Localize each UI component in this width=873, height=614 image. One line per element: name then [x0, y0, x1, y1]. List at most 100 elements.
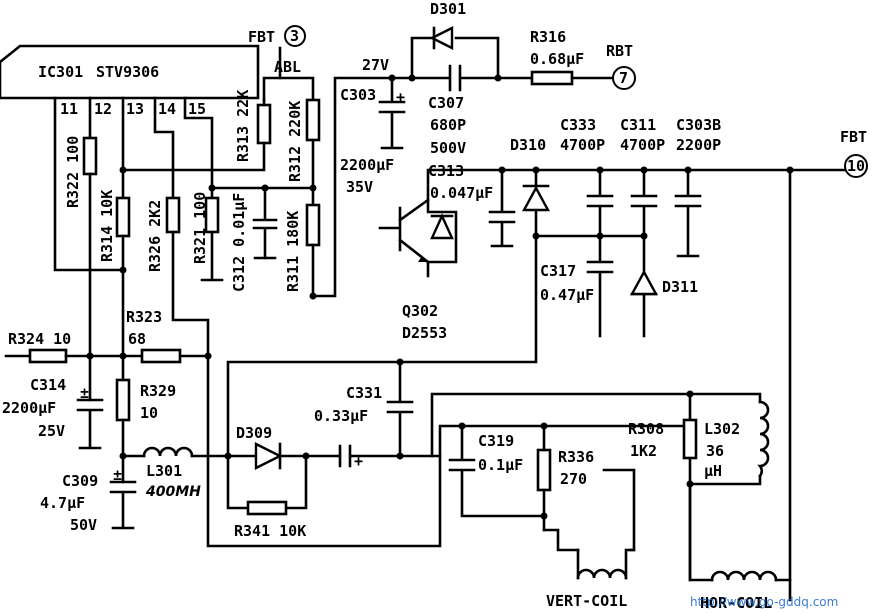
vert-coil-leads	[576, 548, 636, 580]
r308-value: 1K2	[630, 442, 657, 460]
junction	[684, 166, 692, 174]
junction	[596, 166, 604, 174]
fbt3-wire	[262, 46, 282, 102]
c311-d311-symbol	[630, 168, 658, 338]
d301-triangle	[429, 26, 454, 50]
r341-wire	[226, 454, 308, 510]
r316-value: 0.68μF	[530, 50, 584, 68]
c307-ref: C307	[428, 94, 464, 112]
pin14-wire	[153, 96, 175, 200]
q302-base	[378, 206, 402, 252]
c333-ref: C333	[560, 116, 596, 134]
c331-symbol	[386, 360, 442, 458]
q302-arrow	[418, 256, 428, 262]
fbt3-terminal	[284, 25, 306, 47]
c333-value: 4700P	[560, 136, 605, 154]
c314-value: 2200μF	[2, 399, 56, 417]
junction	[408, 74, 416, 82]
c303b-symbol	[674, 168, 702, 258]
junction	[86, 352, 94, 360]
l302-unit: μH	[704, 462, 722, 480]
c307-voltage: 500V	[430, 139, 466, 157]
fbt10-terminal	[844, 154, 868, 178]
c309-value: 4.7μF	[40, 494, 85, 512]
c309-ref: C309	[62, 472, 98, 490]
c312-label: C312 0.01μF	[230, 193, 248, 292]
r323-ref: R323	[126, 308, 162, 326]
fbt3-label: FBT	[248, 28, 275, 46]
pin15-wire	[183, 96, 214, 200]
junction	[396, 358, 404, 366]
pin11-wire	[53, 96, 122, 272]
c303-plus: +	[396, 88, 405, 106]
c303-ref: C303	[340, 86, 376, 104]
r341-body	[246, 500, 288, 516]
r326-body	[165, 196, 181, 234]
watermark: http://www.go-gddq.com	[690, 595, 838, 609]
c314-voltage: 25V	[38, 422, 65, 440]
vert-coil-label: VERT-COIL	[546, 592, 627, 610]
junction	[208, 184, 216, 192]
c312-symbol	[252, 186, 278, 260]
ic-pin-14: 14	[158, 100, 176, 118]
c331-value: 0.33μF	[314, 407, 368, 425]
r316-body	[530, 70, 574, 86]
c314-plus: ±	[80, 384, 89, 402]
r311-label: R311 180K	[284, 211, 302, 292]
q302-type: D2553	[402, 324, 447, 342]
hor-coil-label: HOR-COIL	[700, 594, 772, 612]
r336-ref: R336	[558, 448, 594, 466]
c314-ref: C314	[30, 376, 66, 394]
r312-body	[305, 98, 321, 142]
c313-symbol	[488, 168, 516, 248]
vert-coil-winding	[576, 568, 628, 580]
d310-return	[226, 234, 538, 456]
c317-ref: C317	[540, 262, 576, 280]
r321-ground	[200, 230, 224, 282]
c311-ref: C311	[620, 116, 656, 134]
r324-body	[28, 348, 68, 364]
c314-symbol	[76, 398, 104, 450]
c317-value: 0.47μF	[540, 286, 594, 304]
fbt10-label: FBT	[840, 128, 867, 146]
l301-ref: L301	[146, 462, 182, 480]
d311-label: D311	[662, 278, 698, 296]
main-feed	[206, 354, 692, 548]
junction	[532, 166, 540, 174]
junction	[396, 452, 404, 460]
r323-value: 68	[128, 330, 146, 348]
v27-label: 27V	[362, 56, 389, 74]
abl-label: ABL	[274, 58, 301, 76]
fbt10-num: 10	[847, 157, 865, 175]
q302-ref: Q302	[402, 302, 438, 320]
q302-damper-diode	[430, 213, 454, 240]
c309-voltage: 50V	[70, 516, 97, 534]
ic301-body	[0, 44, 260, 100]
r321-label: R321 100	[191, 192, 209, 264]
l301-coil	[142, 446, 194, 458]
r324-label: R324 10	[8, 330, 71, 348]
junction	[119, 266, 127, 274]
r314-label: R314 10K	[98, 190, 116, 262]
c307-value: 680P	[430, 116, 466, 134]
r336-body	[536, 448, 552, 492]
c303-voltage: 35V	[346, 178, 373, 196]
rbt-label: RBT	[606, 42, 633, 60]
d310-label: D310	[510, 136, 546, 154]
r323-body	[140, 348, 182, 364]
junction	[640, 232, 648, 240]
d310-triangle	[521, 185, 551, 212]
r314-body	[115, 196, 131, 238]
r312-label: R312 220K	[286, 101, 304, 182]
r329-body	[115, 378, 131, 422]
c307-symbol	[410, 64, 534, 92]
r316-ref: R316	[530, 28, 566, 46]
l302-value: 36	[706, 442, 724, 460]
l302-ref: L302	[704, 420, 740, 438]
d301-loop	[390, 36, 500, 80]
r341-label: R341 10K	[234, 522, 306, 540]
l302-frame	[688, 392, 762, 486]
r336-value: 270	[560, 470, 587, 488]
d309-label: D309	[236, 424, 272, 442]
vert-coil-wire	[542, 468, 636, 552]
